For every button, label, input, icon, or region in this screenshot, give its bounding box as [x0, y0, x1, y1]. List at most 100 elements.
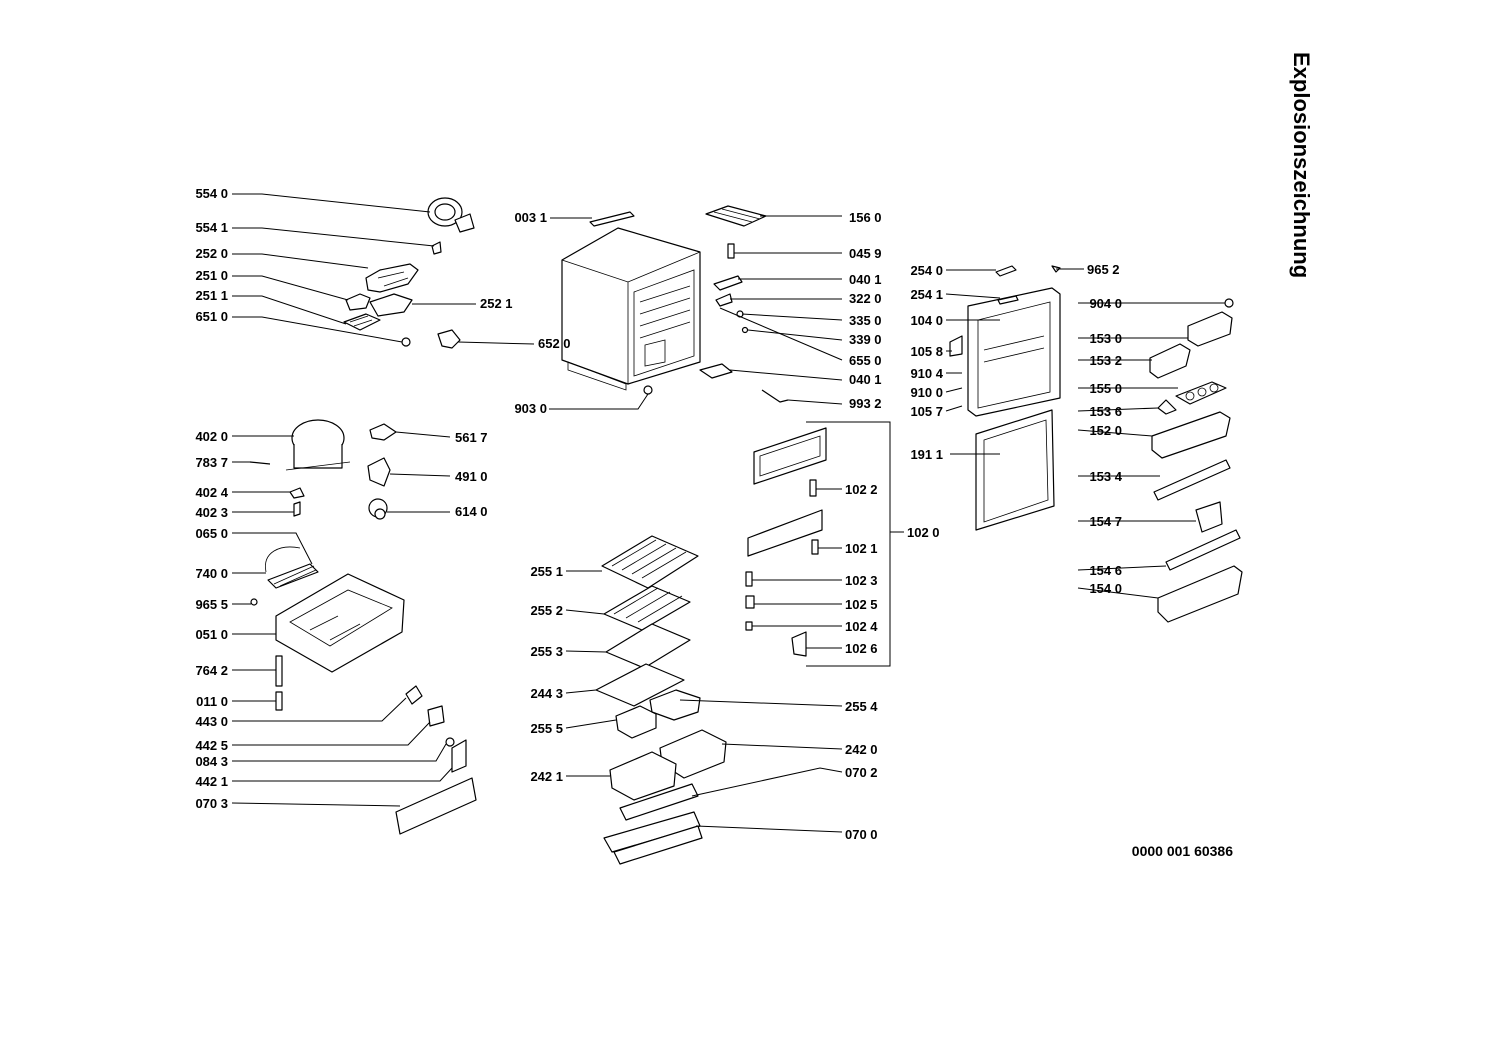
label-965-5: 965 5: [195, 597, 228, 612]
label-154-0: 154 0: [1089, 581, 1122, 596]
label-153-0: 153 0: [1089, 331, 1122, 346]
label-740-0: 740 0: [195, 566, 228, 581]
relay-part: [369, 423, 397, 441]
part-labels: 554 0 554 1 252 0 251 0 251 1 651 0 252 …: [195, 186, 1122, 842]
label-965-2: 965 2: [1087, 262, 1120, 277]
label-102-0: 102 0: [907, 525, 940, 540]
shelf-b-part: [603, 585, 691, 631]
strip-a-part: [619, 783, 699, 821]
peg-d-part: [745, 595, 755, 609]
label-443-0: 443 0: [195, 714, 228, 729]
lamp-part: [401, 337, 411, 347]
label-156-0: 156 0: [849, 210, 882, 225]
cabinet-body-part: [561, 227, 701, 391]
bottom-bin-part: [1157, 565, 1243, 623]
condenser-coil-part: [265, 546, 319, 589]
label-402-4: 402 4: [195, 485, 228, 500]
capacitor-part: [249, 461, 271, 465]
base-tray-part: [275, 573, 405, 673]
label-040-1-top: 040 1: [849, 272, 882, 287]
label-242-1: 242 1: [530, 769, 563, 784]
crisper-small-a-part: [615, 705, 657, 739]
cable-part: [761, 389, 789, 403]
peg-a-part: [809, 479, 817, 497]
label-252-1: 252 1: [480, 296, 513, 311]
label-070-0: 070 0: [845, 827, 878, 842]
label-402-0: 402 0: [195, 429, 228, 444]
label-655-0: 655 0: [849, 353, 882, 368]
crisper-small-b-part: [649, 689, 701, 721]
top-strip-part: [589, 211, 635, 227]
strip-c-part: [613, 825, 703, 865]
label-491-0: 491 0: [455, 469, 488, 484]
label-153-6: 153 6: [1089, 404, 1122, 419]
label-153-2: 153 2: [1089, 353, 1122, 368]
door-bin-part: [1151, 411, 1231, 459]
bolt-part: [250, 598, 258, 606]
clamp-part: [289, 487, 305, 499]
bar-part: [1165, 529, 1241, 571]
clip-part: [431, 241, 442, 255]
label-104-0: 104 0: [910, 313, 943, 328]
label-084-3: 084 3: [195, 754, 228, 769]
label-070-3: 070 3: [195, 796, 228, 811]
label-764-2: 764 2: [195, 663, 228, 678]
label-191-1: 191 1: [910, 447, 943, 462]
part-drawings: [249, 197, 1243, 865]
switch-housing-part: [369, 293, 413, 317]
label-244-3: 244 3: [530, 686, 563, 701]
door-handle-part: [995, 265, 1017, 277]
bracket-part: [715, 293, 733, 307]
label-102-5: 102 5: [845, 597, 878, 612]
label-903-0: 903 0: [514, 401, 547, 416]
leader-lines: [231, 193, 1225, 833]
label-255-5: 255 5: [530, 721, 563, 736]
peg-c-part: [745, 571, 753, 587]
label-251-0: 251 0: [195, 268, 228, 283]
label-910-0: 910 0: [910, 385, 943, 400]
screw-b-part: [275, 691, 283, 711]
peg-e-part: [745, 621, 753, 631]
label-102-6: 102 6: [845, 641, 878, 656]
label-254-1: 254 1: [910, 287, 943, 302]
cover-b-part: [1149, 343, 1191, 379]
label-993-2: 993 2: [849, 396, 882, 411]
label-242-0: 242 0: [845, 742, 878, 757]
protector-part: [367, 457, 391, 487]
nut-part: [445, 737, 455, 747]
hinge-top-part: [713, 275, 743, 291]
label-153-4: 153 4: [1089, 469, 1122, 484]
bottle-holder-part: [1195, 501, 1223, 533]
label-102-4: 102 4: [845, 619, 878, 634]
label-252-0: 252 0: [195, 246, 228, 261]
thermostat-knob-part: [437, 329, 461, 349]
label-070-2: 070 2: [845, 765, 878, 780]
label-322-0: 322 0: [849, 291, 882, 306]
foot-part: [643, 385, 653, 395]
label-255-1: 255 1: [530, 564, 563, 579]
door-gasket-part: [975, 409, 1055, 531]
label-339-0: 339 0: [849, 332, 882, 347]
label-011-0: 011 0: [196, 694, 228, 709]
rail-part: [1153, 459, 1231, 501]
label-904-0: 904 0: [1089, 296, 1122, 311]
label-255-2: 255 2: [530, 603, 563, 618]
label-251-1: 251 1: [195, 288, 228, 303]
ice-tray-part: [705, 205, 767, 227]
label-442-1: 442 1: [195, 774, 228, 789]
label-783-7: 783 7: [195, 455, 228, 470]
compressor-part: [285, 419, 351, 471]
latch-part: [791, 631, 807, 657]
panel-frame-part: [753, 427, 827, 485]
lamp-holder-part: [451, 739, 467, 773]
label-442-5: 442 5: [195, 738, 228, 753]
label-065-0: 065 0: [195, 526, 228, 541]
label-554-0: 554 0: [195, 186, 228, 201]
label-652-0: 652 0: [538, 336, 571, 351]
label-154-6: 154 6: [1089, 563, 1122, 578]
label-651-0: 651 0: [195, 309, 228, 324]
label-255-3: 255 3: [530, 644, 563, 659]
egg-tray-part: [1175, 381, 1227, 405]
label-554-1: 554 1: [195, 220, 228, 235]
